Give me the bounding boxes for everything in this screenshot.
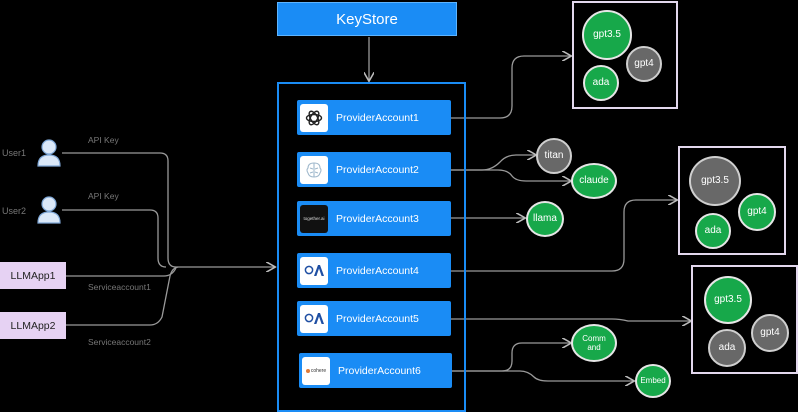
llmapp2-label: LLMApp2 <box>10 319 56 332</box>
azure-logo-icon <box>300 256 328 285</box>
cohere-logo-icon: cohere <box>302 356 330 385</box>
provider-account-3-label: ProviderAccount3 <box>336 212 419 225</box>
model-command: Comm and <box>571 324 617 362</box>
azure-logo-icon <box>300 304 328 333</box>
model-group-1: gpt3.5 gpt4 ada <box>572 1 678 109</box>
model-ada: ada <box>695 213 731 249</box>
provider-account-6: cohere ProviderAccount6 <box>299 353 452 388</box>
provider-account-6-label: ProviderAccount6 <box>338 364 421 377</box>
provider-account-1-label: ProviderAccount1 <box>336 111 419 124</box>
app1-line <box>66 267 177 277</box>
model-label: gpt4 <box>747 206 767 218</box>
llmapp2-box: LLMApp2 <box>0 312 66 339</box>
user2-line <box>62 209 167 268</box>
model-embed: Embed <box>635 364 671 398</box>
llmapp1-box: LLMApp1 <box>0 262 66 289</box>
model-llama: llama <box>526 201 564 237</box>
model-label: titan <box>544 150 564 162</box>
keystore-box: KeyStore <box>277 2 457 36</box>
model-titan: titan <box>536 138 572 174</box>
connector-lines <box>62 37 798 400</box>
model-gpt35: gpt3.5 <box>689 156 741 206</box>
model-label: ada <box>592 77 610 89</box>
p2-claude-line <box>451 169 570 181</box>
provider-account-4: ProviderAccount4 <box>297 253 451 288</box>
model-label: claude <box>579 175 609 187</box>
provider-account-5-label: ProviderAccount5 <box>336 312 419 325</box>
model-label: gpt3.5 <box>701 175 729 187</box>
brain-logo-icon <box>300 155 328 184</box>
model-ada: ada <box>583 65 619 101</box>
p1-line <box>451 56 570 119</box>
model-gpt35: gpt3.5 <box>704 276 752 324</box>
model-label: gpt3.5 <box>593 29 621 41</box>
app2-line <box>66 266 179 326</box>
user1-label: User1 <box>2 148 27 158</box>
together-logo-icon: together.ai <box>300 204 328 233</box>
llmapp1-edge-label: Serviceaccount1 <box>88 282 151 292</box>
model-label: gpt4 <box>634 58 654 70</box>
together-logo-text: together.ai <box>303 216 325 221</box>
user1-edge-label: API Key <box>88 135 119 145</box>
model-label: llama <box>533 213 557 225</box>
cohere-logo-text: cohere <box>310 367 327 374</box>
model-group-5: gpt3.5 gpt4 ada <box>691 265 798 374</box>
user1-line <box>62 152 274 267</box>
model-label: ada <box>718 342 736 354</box>
model-label: gpt4 <box>760 327 780 339</box>
llmapp1-label: LLMApp1 <box>10 269 56 282</box>
model-gpt35: gpt3.5 <box>582 10 632 60</box>
model-label: gpt3.5 <box>714 294 742 306</box>
provider-account-5: ProviderAccount5 <box>297 301 451 336</box>
user2-icon <box>37 196 61 224</box>
p6-embed-line <box>452 370 633 381</box>
provider-account-2-label: ProviderAccount2 <box>336 163 419 176</box>
llmapp2-edge-label: Serviceaccount2 <box>88 337 151 347</box>
user2-label: User2 <box>2 206 27 216</box>
user2-edge-label: API Key <box>88 191 119 201</box>
keystore-label: KeyStore <box>336 10 398 28</box>
model-claude: claude <box>571 163 617 199</box>
user1-icon <box>37 139 61 167</box>
openai-logo-icon <box>300 103 328 132</box>
model-label: Embed <box>640 376 666 386</box>
model-gpt4: gpt4 <box>626 46 662 82</box>
model-label: Comm and <box>582 333 606 352</box>
provider-account-2: ProviderAccount2 <box>297 152 451 187</box>
provider-account-1: ProviderAccount1 <box>297 100 451 135</box>
provider-account-3: together.ai ProviderAccount3 <box>297 201 451 236</box>
provider-account-4-label: ProviderAccount4 <box>336 264 419 277</box>
model-group-4: gpt3.5 gpt4 ada <box>678 146 786 255</box>
model-gpt4: gpt4 <box>751 314 789 352</box>
p4-line <box>451 200 676 272</box>
p6-command-line <box>452 343 570 372</box>
p5-line <box>451 319 690 321</box>
model-gpt4: gpt4 <box>738 193 776 231</box>
model-ada: ada <box>708 329 746 367</box>
model-label: ada <box>704 225 722 237</box>
